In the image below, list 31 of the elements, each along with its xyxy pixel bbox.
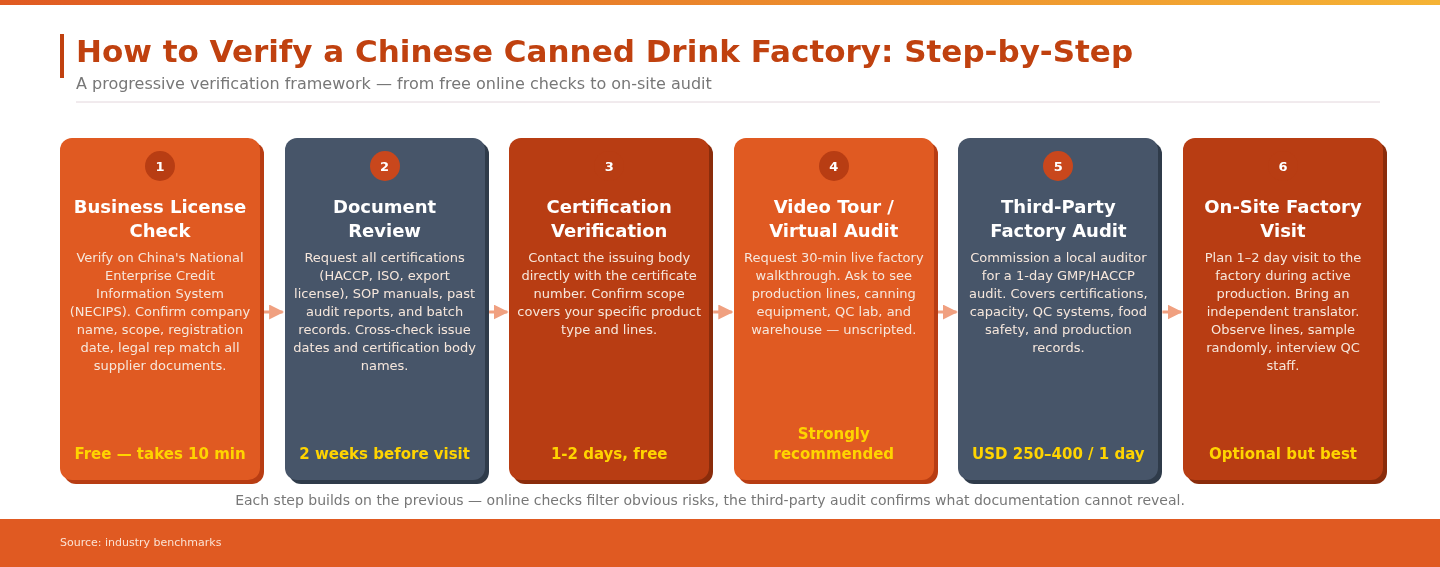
step-timing: USD 250–400 / 1 day <box>971 444 1146 464</box>
arrow <box>488 304 509 320</box>
step-number-badge: 5 <box>1043 151 1074 181</box>
step-title: Business License Check <box>72 195 248 243</box>
step-title: On-Site Factory Visit <box>1203 195 1363 243</box>
step-title: Video Tour / Virtual Audit <box>768 195 900 243</box>
step-description: Commission a local auditor for a 1-day GMP/HACCP audit. Covers certifications, capacity, QC systems, food safety, and production records. <box>968 249 1149 357</box>
step-description: Request all certifications (HACCP, ISO, export license), SOP manuals, past audit reports, and batch records. Cross-check issue dates and certification body names. <box>292 249 477 375</box>
step-description: Contact the issuing body directly with the certificate number. Confirm scope covers your specific product type and lines. <box>517 249 702 339</box>
caption: Each step builds on the previous — online checks filter obvious risks, the third-party audit confirms what documentation cannot reveal. <box>234 492 1186 508</box>
step-timing: Free — takes 10 min <box>73 444 247 464</box>
arrow <box>937 304 958 320</box>
step-title: Third-Party Factory Audit <box>989 195 1128 243</box>
step-title: Document Review <box>332 195 438 243</box>
subtitle: A progressive verification framework — from free online checks to on-site audit <box>76 74 712 93</box>
step-description: Request 30-min live factory walkthrough. Ask to see production lines, canning equipment, QC lab, and warehouse — unscripted. <box>742 249 925 339</box>
title: How to Verify a Chinese Canned Drink Factory: Step-by-Step <box>76 33 1134 69</box>
step-description: Plan 1–2 day visit to the factory during active production. Bring an independent translator. Observe lines, sample randomly, interview QC staff. <box>1203 249 1363 375</box>
source-note: Source: industry benchmarks <box>60 536 222 549</box>
step-number-badge: 1 <box>145 151 175 181</box>
step-title: Certification Verification <box>545 195 673 243</box>
step-number-badge: 2 <box>369 151 400 181</box>
step-number-badge: 4 <box>818 151 849 181</box>
arrow <box>713 304 734 320</box>
arrow <box>1162 304 1183 320</box>
step-timing: Strongly recommended <box>772 424 896 464</box>
arrow <box>264 304 285 320</box>
step-timing: 2 weeks before visit <box>298 444 471 464</box>
step-timing: Optional but best <box>1207 444 1359 464</box>
step-timing: 1-2 days, free <box>549 444 669 464</box>
step-description: Verify on China's National Enterprise Credit Information System (NECIPS). Confirm company name, scope, registration date, legal rep match all supplier documents. <box>68 249 252 375</box>
